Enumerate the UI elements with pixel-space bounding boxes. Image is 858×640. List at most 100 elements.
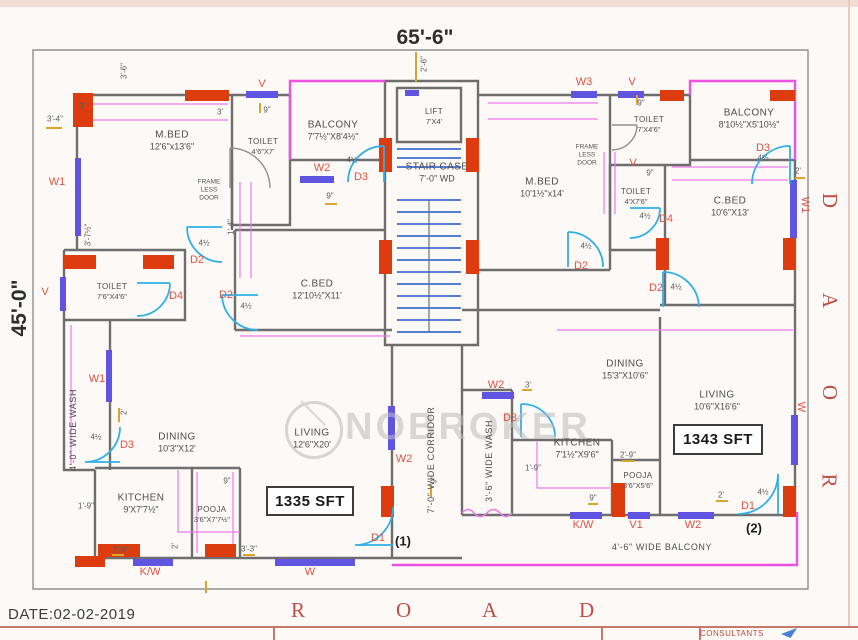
- opening-label: D2: [218, 289, 234, 301]
- opening-label: K/W: [572, 519, 594, 531]
- dimension-label: 3': [79, 101, 85, 111]
- unit1-area-badge: 1335 SFT: [266, 486, 354, 516]
- room-size: 7'1½"X9'6": [555, 449, 599, 460]
- dimension-tick: [522, 389, 532, 391]
- page-right-edge: [848, 0, 850, 627]
- opening-label: D3: [755, 142, 771, 154]
- dimension-tick: [46, 127, 62, 129]
- road-letter: O: [396, 598, 412, 622]
- frameless-door-arcs: [229, 124, 638, 189]
- room-size: 8'10½"X5'10½": [718, 119, 780, 130]
- room-size: 3'6"X5'6": [623, 481, 653, 491]
- opening-label: K/W: [139, 566, 161, 578]
- room-name: KITCHEN: [117, 492, 165, 504]
- opening-label: W2: [684, 519, 702, 531]
- opening-label: W1: [88, 373, 106, 385]
- dimension-label: 2'-6": [113, 545, 129, 555]
- dimension-label: 3': [525, 380, 531, 390]
- opening-label: D3: [119, 439, 135, 451]
- room-name: LIVING: [699, 389, 735, 401]
- room-name: TOILET: [247, 136, 279, 146]
- dimension-tick: [795, 177, 805, 179]
- passage-label: 7'-0" WIDE CORRIDOR: [426, 406, 436, 514]
- opening-label: W: [795, 401, 807, 413]
- room-size: 7'7½"X8'4½": [307, 131, 359, 142]
- opening-label: W2: [395, 453, 413, 465]
- room-name: BALCONY: [723, 107, 775, 119]
- dimension-label: 9": [223, 476, 231, 486]
- room-size: 7'6"X4'6": [97, 292, 127, 302]
- opening-label: W1: [48, 176, 66, 188]
- dimension-label: 4½: [198, 238, 210, 248]
- dimension-tick: [112, 554, 124, 556]
- dimension-label: 2': [718, 490, 724, 500]
- dimension-label: 2': [170, 543, 180, 549]
- dimension-label: 4½: [757, 153, 769, 163]
- room-name: M.BED: [525, 176, 559, 188]
- page-top-band: [0, 0, 858, 7]
- title-block-line: [0, 626, 858, 628]
- opening-label: D4: [658, 213, 674, 225]
- watermark-brand: NOBROKER: [345, 406, 591, 448]
- room-name: KITCHEN: [553, 437, 601, 449]
- frameless-door-note: FRAME LESS DOOR: [575, 143, 599, 166]
- opening-label: W2: [313, 162, 331, 174]
- dimension-tick: [622, 460, 634, 462]
- room-size: 12'6"x13'6": [149, 141, 195, 152]
- frameless-door-note: FRAME LESS DOOR: [197, 178, 221, 201]
- dimension-label: 1'-4": [226, 219, 236, 235]
- dimension-label: 1'-9": [78, 501, 94, 511]
- room-name: STAIR CASE: [405, 161, 469, 173]
- room-size: 3'6"X7'7½": [193, 515, 231, 525]
- passage-label: 3'-6" WIDE WASH: [484, 419, 494, 503]
- dimension-tick: [588, 503, 598, 505]
- dimension-label: 4½: [639, 211, 651, 221]
- road-letter: R: [291, 598, 306, 622]
- room-name: POOJA: [623, 470, 653, 480]
- dimension-label: 4½: [346, 155, 358, 165]
- room-size: 7'X4'6": [637, 125, 661, 135]
- opening-label: V1: [629, 519, 643, 531]
- opening-label: V: [41, 286, 49, 298]
- dimension-label: 3'-4": [47, 114, 63, 124]
- room-size: 10'1½"x14': [520, 188, 564, 199]
- room-size: 12'6"X20': [293, 439, 331, 450]
- dimension-label: 9": [646, 168, 654, 178]
- dimension-tick: [716, 500, 728, 502]
- passage-label: 4'-6" WIDE BALCONY: [611, 542, 713, 552]
- watermark-logo-icon: [285, 401, 343, 459]
- overall-width-dimension: 65'-6": [396, 26, 454, 49]
- room-size: 12'10½"X11': [292, 290, 342, 301]
- room-size: 4'X7'6": [624, 197, 648, 207]
- opening-label: D1: [370, 532, 386, 544]
- room-name: LIFT: [424, 106, 444, 116]
- dimension-label: 2': [795, 166, 801, 176]
- opening-label: D2: [573, 260, 589, 272]
- room-name: C.BED: [713, 195, 747, 207]
- opening-label: V: [629, 157, 637, 169]
- opening-label: D4: [168, 290, 184, 302]
- room-size: 7'X4': [425, 117, 443, 127]
- opening-label: W1: [799, 196, 811, 214]
- room-size: 4'6"X7': [251, 147, 275, 157]
- dimension-label: 4½: [240, 301, 252, 311]
- room-size: 10'6"X13': [711, 207, 749, 218]
- room-name: DINING: [158, 431, 196, 443]
- dimension-tick: [430, 485, 432, 497]
- passage-label: 4'-0" WIDE WASH: [68, 388, 78, 472]
- balcony-walls: [288, 79, 799, 567]
